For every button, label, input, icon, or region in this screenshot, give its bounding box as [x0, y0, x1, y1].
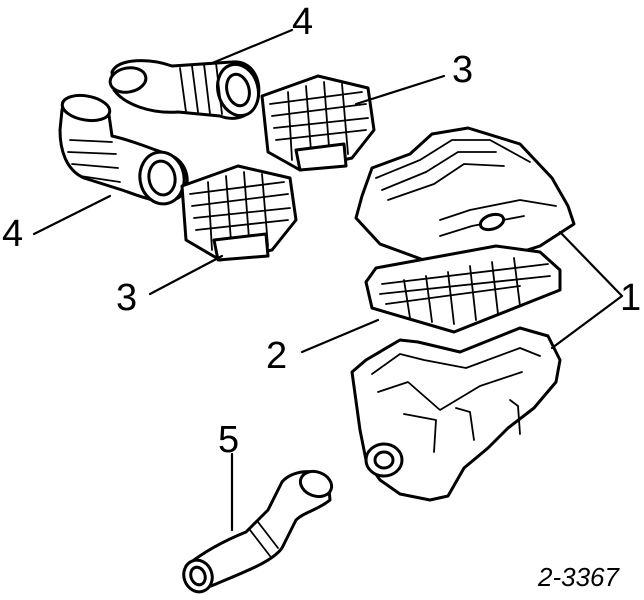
reference-code: 2-3367: [537, 562, 620, 592]
grille-bottom: [180, 164, 298, 262]
leader-lines: [32, 28, 624, 532]
hose-left: [58, 93, 189, 206]
filter-element: [364, 244, 562, 334]
grille-top: [260, 74, 376, 172]
intake-pipe: [182, 469, 334, 594]
housing-lid: [354, 126, 576, 270]
hose-top: [108, 59, 261, 120]
callout-filter-element: 2: [266, 335, 287, 377]
callout-grille-top: 3: [452, 49, 473, 91]
callout-hose-top: 4: [292, 1, 313, 43]
housing-base: [350, 326, 562, 502]
callout-grille-bottom: 3: [116, 277, 137, 319]
callout-hose-left: 4: [2, 213, 23, 255]
callout-intake-pipe: 5: [218, 419, 239, 461]
callout-housing-assembly: 1: [620, 277, 641, 319]
